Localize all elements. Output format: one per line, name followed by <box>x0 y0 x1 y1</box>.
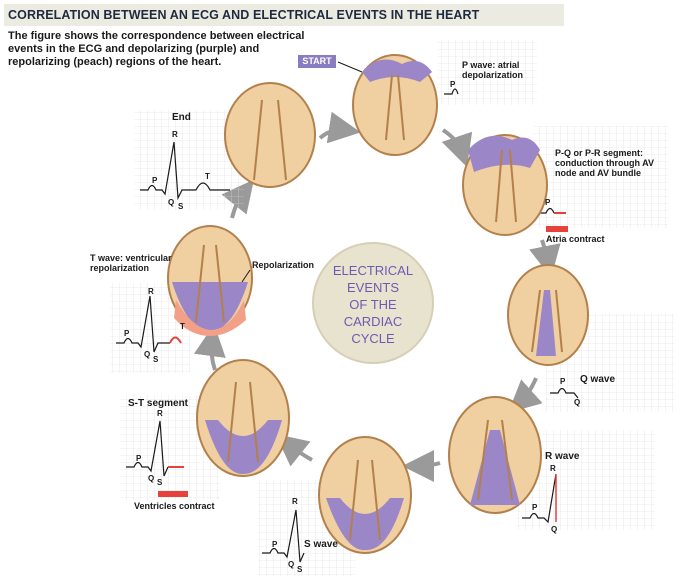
center-line-5: CYCLE <box>351 331 395 346</box>
heart-t <box>167 225 253 336</box>
ecg-trace-end <box>140 141 230 201</box>
repolarization-pointer <box>241 269 251 283</box>
ecg-letter-s-6: S <box>157 478 163 487</box>
ecg-letter-t-8: T <box>205 172 210 181</box>
ecg-letter-p-7: P <box>124 329 130 338</box>
ecg-letter-q-6: Q <box>148 474 155 483</box>
label-pq-segment: P-Q or P-R segment: conduction through A… <box>555 148 654 178</box>
ecg-letter-s-7: S <box>153 355 159 364</box>
ecg-traces <box>116 88 579 563</box>
ecg-letter-r-8: R <box>172 130 178 139</box>
ecg-letter-r-6: R <box>157 409 163 418</box>
label-atria-contract: Atria contract <box>546 234 605 244</box>
ecg-trace-s <box>262 509 305 563</box>
heart-start <box>352 54 438 156</box>
intro-caption: The figure shows the correspondence betw… <box>8 30 305 68</box>
center-caption: ELECTRICAL EVENTS OF THE CARDIAC CYCLE <box>320 262 426 347</box>
heart-q <box>507 264 589 366</box>
ecg-letter-r-5: R <box>292 497 298 506</box>
ecg-trace-q <box>550 387 579 399</box>
heart-st <box>196 359 290 477</box>
ecg-trace-st <box>126 420 169 477</box>
ecg-letter-p-5: P <box>272 540 278 549</box>
center-line-3: OF THE <box>349 297 397 312</box>
ecg-letter-p-1: P <box>450 80 456 89</box>
label-end: End <box>172 112 191 123</box>
arrow-end-to-start <box>318 111 361 144</box>
ecg-letter-q-8: Q <box>168 198 175 207</box>
center-line-2: EVENTS <box>346 280 399 295</box>
ecg-trace-t <box>116 295 170 353</box>
center-circle <box>312 242 434 364</box>
label-t-wave: T wave: ventricular repolarization <box>90 253 172 273</box>
center-line-4: CARDIAC <box>343 314 403 329</box>
arrow-st-to-t <box>194 324 226 371</box>
label-s-wave: S wave <box>304 539 338 550</box>
label-repolarization: Repolarization <box>252 260 315 270</box>
arrow-pq-to-q <box>529 239 561 278</box>
ecg-letter-p-6: P <box>136 454 142 463</box>
ventricles-contract-bar <box>158 491 188 497</box>
ecg-letter-s-5: S <box>297 565 303 574</box>
start-pointer <box>337 61 363 73</box>
label-r-wave: R wave <box>545 451 580 462</box>
atria-contract-bar <box>546 226 568 232</box>
ecg-letter-t-7: T <box>180 322 185 331</box>
ecg-letter-p-8: P <box>152 176 158 185</box>
arrow-start-to-pq <box>441 128 473 168</box>
ecg-letter-q-3: Q <box>574 398 581 407</box>
heart-end <box>224 82 316 188</box>
ecg-letter-s-8: S <box>178 202 184 211</box>
ecg-grid-p <box>437 40 537 105</box>
label-st-segment: S-T segment <box>128 398 189 409</box>
ecg-letter-q-5: Q <box>288 560 295 569</box>
ecg-trace-r <box>522 473 557 524</box>
cycle-arrows <box>194 111 561 482</box>
ecg-letter-r-7: R <box>148 287 154 296</box>
ecg-grid-pq <box>533 126 668 228</box>
arrow-r-to-s <box>402 449 441 482</box>
heart-s <box>318 436 412 554</box>
ecg-trace-p <box>444 88 459 95</box>
ecg-letter-p-2: P <box>545 198 551 207</box>
label-q-wave: Q wave <box>580 374 616 385</box>
start-badge: START <box>298 55 336 68</box>
label-ventricles-contract: Ventricles contract <box>134 501 215 511</box>
ecg-letter-p-3: P <box>560 377 566 386</box>
page-title: CORRELATION BETWEEN AN ECG AND ELECTRICA… <box>8 8 480 22</box>
ecg-panels <box>110 40 674 576</box>
ecg-letter-p-4: P <box>532 503 538 512</box>
arrow-s-to-st <box>275 434 313 467</box>
ecg-trace-pq <box>538 207 555 214</box>
center-line-1: ELECTRICAL <box>332 263 414 278</box>
ecg-letter-r-4: R <box>550 464 556 473</box>
ecg-letter-q-4: Q <box>551 525 558 534</box>
heart-pq <box>462 134 548 236</box>
arrow-q-to-r <box>508 377 543 413</box>
ecg-letter-q-7: Q <box>144 350 151 359</box>
title-bar <box>4 4 564 26</box>
label-p-wave: P wave: atrial depolarization <box>462 60 524 80</box>
heart-r <box>448 396 542 514</box>
